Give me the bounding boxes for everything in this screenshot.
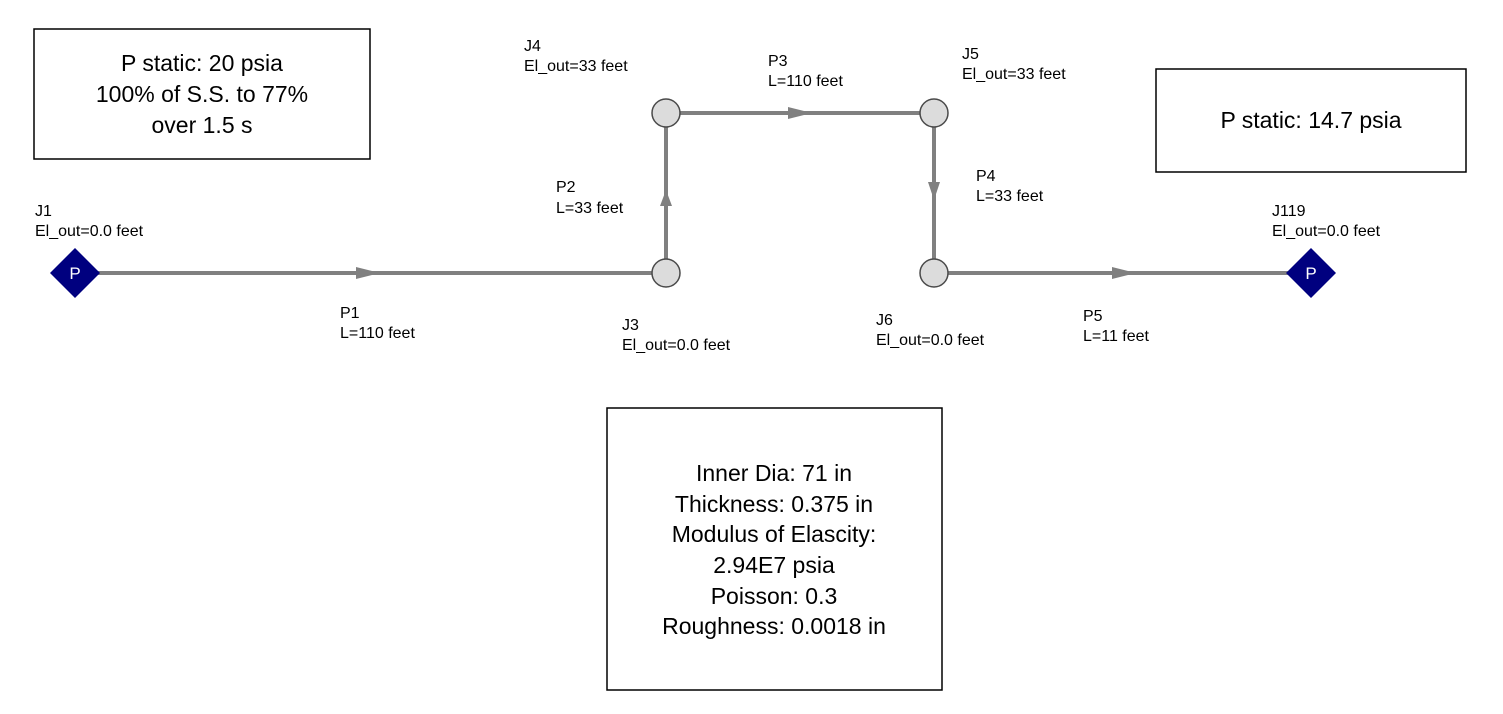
pressure-diamond-icon xyxy=(1286,248,1336,298)
junction-j5[interactable] xyxy=(919,98,949,128)
reservoir-symbol: P xyxy=(1305,264,1316,283)
junction-j5-elevation: El_out=33 feet xyxy=(962,66,1066,83)
pipe-property-line: Poisson: 0.3 xyxy=(711,583,838,609)
junction-j3-name: J3 xyxy=(622,317,639,334)
pipe-property-line: Modulus of Elascity: xyxy=(672,521,877,547)
pipe-p4-length: L=33 feet xyxy=(976,188,1044,205)
junction-j5-name: J5 xyxy=(962,46,979,63)
junction-j1-name: J1 xyxy=(35,203,52,220)
pipe-properties-box[interactable]: Inner Dia: 71 in Thickness: 0.375 in Mod… xyxy=(606,407,943,691)
junction-j6[interactable] xyxy=(919,258,949,288)
junction-j6-elevation: El_out=0.0 feet xyxy=(876,332,985,349)
junction-j3-elevation: El_out=0.0 feet xyxy=(622,337,731,354)
pipe-property-line: Roughness: 0.0018 in xyxy=(662,613,886,639)
inlet-annotation-box[interactable]: P static: 20 psia 100% of S.S. to 77% ov… xyxy=(33,28,371,160)
pipe-p2-name: P2 xyxy=(556,179,576,196)
junction-j119-name: J119 xyxy=(1272,203,1306,220)
flow-arrow-p4-icon xyxy=(928,182,940,200)
junction-j1-elevation: El_out=0.0 feet xyxy=(35,223,144,240)
pipe-p2-length: L=33 feet xyxy=(556,200,624,217)
pipe-property-line: Inner Dia: 71 in xyxy=(696,460,852,486)
pressure-diamond-icon xyxy=(50,248,100,298)
junction-j1-reservoir[interactable]: P xyxy=(50,248,100,298)
pipe-p3-length: L=110 feet xyxy=(768,73,843,90)
flow-arrow-p3-icon xyxy=(788,107,812,119)
junction-j6-name: J6 xyxy=(876,312,893,329)
pipe-property-line: 2.94E7 psia xyxy=(713,552,835,578)
outlet-annotation-line: P static: 14.7 psia xyxy=(1220,107,1401,133)
pipe-p1-name: P1 xyxy=(340,305,360,322)
junction-j4[interactable] xyxy=(651,98,681,128)
inlet-annotation-line: P static: 20 psia xyxy=(121,50,283,76)
flow-arrow-p1-icon xyxy=(356,267,380,279)
flow-arrow-p5-icon xyxy=(1112,267,1136,279)
junction-j3[interactable] xyxy=(651,258,681,288)
pipe-p5-length: L=11 feet xyxy=(1083,328,1150,345)
outlet-annotation-box[interactable]: P static: 14.7 psia xyxy=(1155,68,1467,173)
junction-j4-elevation: El_out=33 feet xyxy=(524,58,628,75)
reservoir-symbol: P xyxy=(69,264,80,283)
pipe-p5-name: P5 xyxy=(1083,308,1103,325)
pipe-p1-length: L=110 feet xyxy=(340,325,415,342)
pipe-p3-name: P3 xyxy=(768,53,788,70)
flow-arrow-p2-icon xyxy=(660,190,672,206)
junction-j4-name: J4 xyxy=(524,38,541,55)
inlet-annotation-line: over 1.5 s xyxy=(152,112,253,138)
pipe-property-line: Thickness: 0.375 in xyxy=(675,491,873,517)
junction-j119-elevation: El_out=0.0 feet xyxy=(1272,223,1381,240)
junction-j119-reservoir[interactable]: P xyxy=(1286,248,1336,298)
pipe-p4-name: P4 xyxy=(976,168,996,185)
inlet-annotation-line: 100% of S.S. to 77% xyxy=(96,81,308,107)
